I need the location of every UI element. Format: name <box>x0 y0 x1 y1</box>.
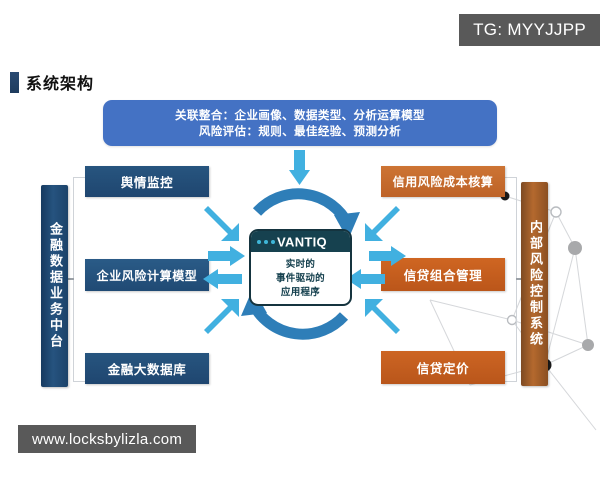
left-bracket <box>65 177 86 382</box>
node-credit-portfolio-management[interactable]: 信贷组合管理 <box>381 258 505 291</box>
node-credit-risk-cost-accounting[interactable]: 信用风险成本核算 <box>381 166 505 197</box>
arrow-in-top-left <box>204 206 239 241</box>
banner-line-2: 风险评估：规则、最佳经验、预测分析 <box>198 124 402 138</box>
node-enterprise-risk-model[interactable]: 企业风险计算模型 <box>85 259 209 291</box>
website-watermark: www.locksbylizla.com <box>18 425 197 453</box>
banner-line-1: 关联整合：企业画像、数据类型、分析运算模型 <box>175 108 425 122</box>
integration-banner: 关联整合：企业画像、数据类型、分析运算模型 风险评估：规则、最佳经验、预测分析 <box>103 100 497 146</box>
node-credit-pricing[interactable]: 信贷定价 <box>381 351 505 384</box>
vantiq-card[interactable]: VANTIQ 实时的 事件驱动的 应用程序 <box>249 229 352 306</box>
node-public-opinion-monitoring[interactable]: 舆情监控 <box>85 166 209 197</box>
card-line-1: 实时的 <box>285 258 316 270</box>
right-bracket <box>504 177 525 382</box>
card-body: 实时的 事件驱动的 应用程序 <box>251 252 350 304</box>
window-dot-icon <box>257 239 261 244</box>
page-title: 系统架构 <box>26 74 95 93</box>
arrow-left-inbound <box>208 246 245 266</box>
card-line-3: 应用程序 <box>280 286 321 298</box>
arrow-in-bottom-left <box>204 299 239 334</box>
title-accent-bar <box>10 72 19 93</box>
right-spine-internal-risk-control: 内部风险控制系统 <box>521 182 548 386</box>
arrow-out-bottom-right <box>365 299 400 334</box>
banner-down-arrow <box>289 150 310 185</box>
node-financial-big-data[interactable]: 金融大数据库 <box>85 353 209 384</box>
arrow-out-top-right <box>365 206 400 241</box>
window-dot-icon <box>271 239 275 244</box>
left-spine-financial-data-platform: 金融数据业务中台 <box>41 185 68 387</box>
telegram-watermark: TG: MYYJJPP <box>459 14 600 46</box>
window-dot-icon <box>264 239 268 244</box>
card-title-bar: VANTIQ <box>251 231 350 252</box>
card-line-2: 事件驱动的 <box>275 272 325 284</box>
vantiq-brand-label: VANTIQ <box>277 234 327 249</box>
